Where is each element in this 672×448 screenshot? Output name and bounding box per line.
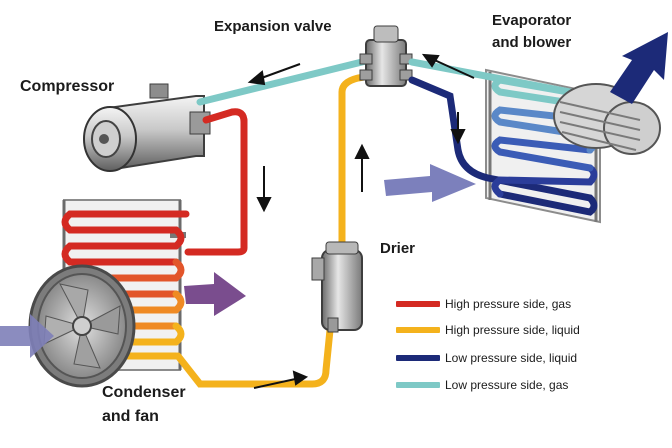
airflow-out-arrow [184, 272, 246, 316]
drier-label: Drier [380, 240, 416, 257]
condenser-label-line2: and fan [102, 408, 159, 425]
legend-swatch [396, 355, 440, 361]
flow-arrows [247, 53, 475, 389]
expansion-valve-label: Expansion valve [214, 18, 332, 35]
liquid-line-to-valve [338, 72, 374, 250]
legend-item: Low pressure side, gas [396, 375, 568, 395]
legend-label: High pressure side, gas [445, 297, 572, 311]
liquid-line-to-drier [174, 326, 334, 388]
legend-label: Low pressure side, gas [445, 378, 569, 392]
condenser-fan [28, 264, 136, 388]
evaporator-label-line2: and blower [492, 34, 572, 51]
condenser-label: Condenser [102, 384, 186, 401]
suction-line [196, 56, 374, 106]
legend-label: Low pressure side, liquid [445, 351, 578, 365]
evaporator-label: Evaporator [492, 12, 572, 29]
legend-item: High pressure side, gas [396, 294, 571, 314]
compressor-label: Compressor [20, 78, 115, 95]
blower-unit [553, 83, 661, 155]
legend-item: High pressure side, liquid [396, 320, 580, 340]
compressor-discharge-pipe [202, 108, 248, 126]
evaporator-airflow-arrow [384, 164, 476, 202]
drier-unit [311, 241, 363, 333]
blower-airflow-arrow [610, 32, 668, 104]
legend-swatch [396, 327, 440, 333]
expansion-valve-unit [359, 25, 413, 87]
legend-item: Low pressure side, liquid [396, 348, 577, 368]
legend-swatch [396, 382, 440, 388]
airflow-in-arrow [0, 314, 54, 358]
legend-label: High pressure side, liquid [445, 323, 580, 337]
legend-swatch [396, 301, 440, 307]
compressor-unit [83, 83, 211, 172]
